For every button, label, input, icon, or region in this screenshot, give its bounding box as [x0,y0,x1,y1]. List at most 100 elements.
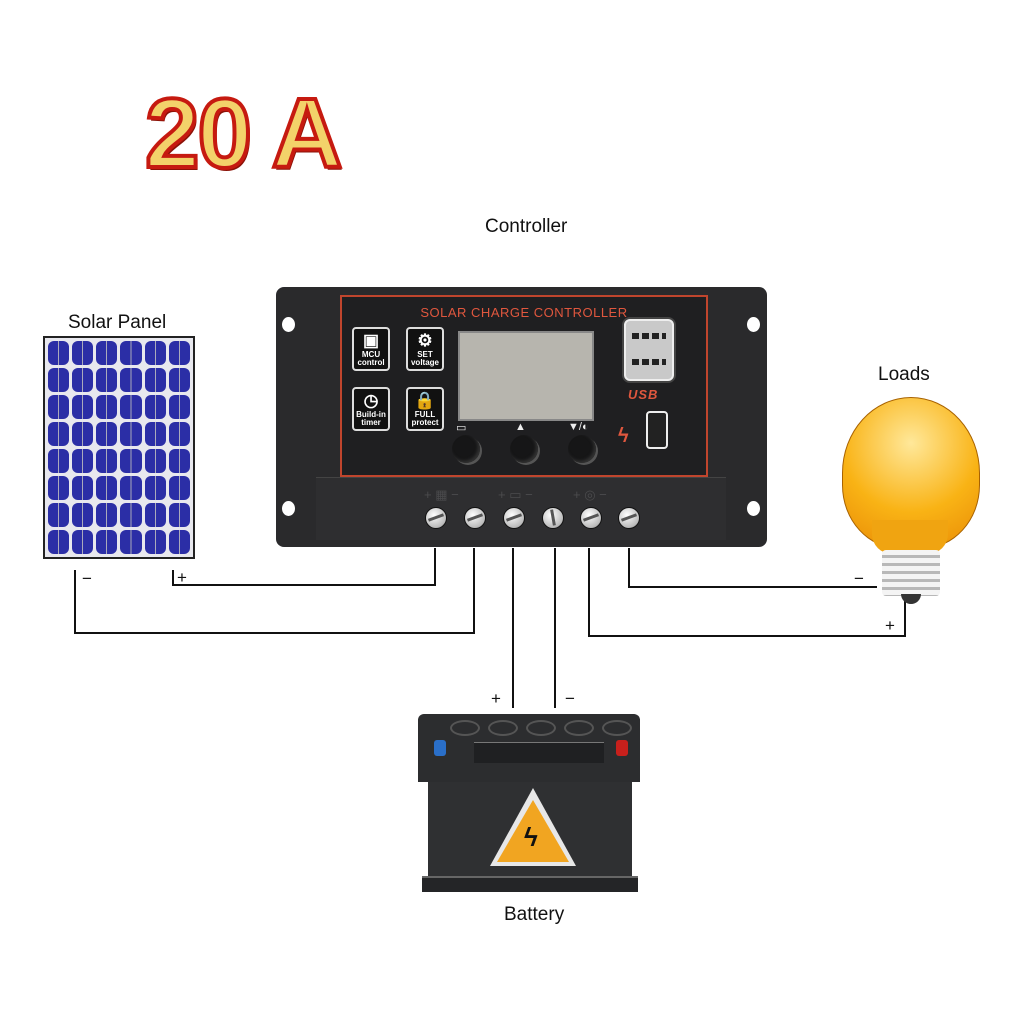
charge-controller: SOLAR CHARGE CONTROLLER ▣ MCU control ⚙ … [276,287,767,547]
feature-set-voltage: ⚙ SET voltage [406,327,444,371]
solar-cell [96,449,118,473]
solar-cell [72,503,94,527]
solar-cell [144,503,166,527]
solar-cell [168,395,190,419]
amperage-headline: 20 A [143,76,344,190]
solar-cell [96,530,118,554]
solar-cell [96,395,118,419]
solar-cell [168,476,190,500]
solar-cell [144,368,166,392]
solar-cell [96,476,118,500]
solar-cell [120,449,142,473]
solar-cell [96,503,118,527]
solar-cell [144,530,166,554]
solar-cell [72,476,94,500]
battery-positive-terminal[interactable] [503,507,525,529]
battery-negative-terminal[interactable] [542,507,564,529]
solar-cell [48,422,70,446]
solar-cell [144,422,166,446]
wire-load-negative [628,548,877,588]
solar-panel [43,336,195,559]
feature-timer: ◷ Build-in timer [352,387,390,431]
wire-solar-positive [172,548,436,586]
battery-label: Battery [504,904,565,925]
high-voltage-icon: ϟ [524,822,538,852]
feature-full-protect: 🔒 FULL protect [406,387,444,431]
solar-cell [168,503,190,527]
bulb-screw-base [882,550,940,596]
terminal-block [316,477,726,540]
solar-cell [120,341,142,365]
solar-cell [168,368,190,392]
battery-negative-sign: − [565,689,575,708]
solar-cell [48,395,70,419]
controller-label: Controller [485,216,568,237]
solar-cell [72,395,94,419]
solar-cell [120,503,142,527]
bulb-contact [901,594,921,604]
solar-positive-sign: + [177,568,187,587]
wire-load-positive [588,548,906,637]
load-negative-terminal[interactable] [618,507,640,529]
solar-cell [72,341,94,365]
solar-cell [144,449,166,473]
solar-cell [120,422,142,446]
loads-label: Loads [878,364,930,385]
battery-terminal-label: + ▭ − [498,487,533,502]
solar-cell [48,503,70,527]
solar-cell [120,368,142,392]
solar-cell [72,530,94,554]
bulb-neck [872,520,948,554]
load-negative-sign: − [854,569,864,588]
solar-cell [96,422,118,446]
load-positive-sign: + [885,616,895,635]
solar-cell [168,341,190,365]
up-button-label: ▲ [515,421,526,433]
solar-cell [144,476,166,500]
solar-cell [120,395,142,419]
menu-button[interactable] [452,435,480,463]
mounting-hole [747,501,760,516]
solar-cell [168,422,190,446]
usb-port[interactable] [624,319,674,381]
controller-faceplate: SOLAR CHARGE CONTROLLER ▣ MCU control ⚙ … [340,295,708,477]
up-button[interactable] [510,435,538,463]
load-terminal-label: + ◎ − [573,487,607,502]
clock-icon: ◷ [363,391,379,410]
solar-cell [48,368,70,392]
solar-cell [96,368,118,392]
wire-solar-negative [74,548,475,634]
solar-panel-label: Solar Panel [68,312,167,333]
menu-button-label: ▭ [456,422,467,434]
solar-cell [144,341,166,365]
solar-cell [48,449,70,473]
solar-cell [72,368,94,392]
solar-cell [48,530,70,554]
usb-label: USB [628,387,659,402]
lcd-display [458,331,594,421]
solar-cell [48,476,70,500]
solar-positive-terminal[interactable] [425,507,447,529]
battery-top [418,714,640,782]
solar-negative-sign: − [82,569,92,588]
mounting-hole [282,317,295,332]
battery-positive-sign: + [491,689,501,708]
chip-icon: ▣ [362,331,380,350]
gear-icon: ⚙ [417,331,433,350]
load-positive-terminal[interactable] [580,507,602,529]
solar-terminal-label: + ▦ − [424,487,459,502]
solar-cell [144,395,166,419]
solar-cell [120,476,142,500]
down-button-label: ▼/◐ [568,421,589,433]
solar-cell [168,449,190,473]
battery-positive-post [434,740,446,756]
solar-cell [120,530,142,554]
battery-negative-post [616,740,628,756]
lock-icon: 🔒 [414,391,436,410]
lightning-icon: ϟ [618,425,629,447]
solar-negative-terminal[interactable] [464,507,486,529]
down-button[interactable] [568,435,596,463]
solar-cell [72,449,94,473]
feature-mcu-control: ▣ MCU control [352,327,390,371]
